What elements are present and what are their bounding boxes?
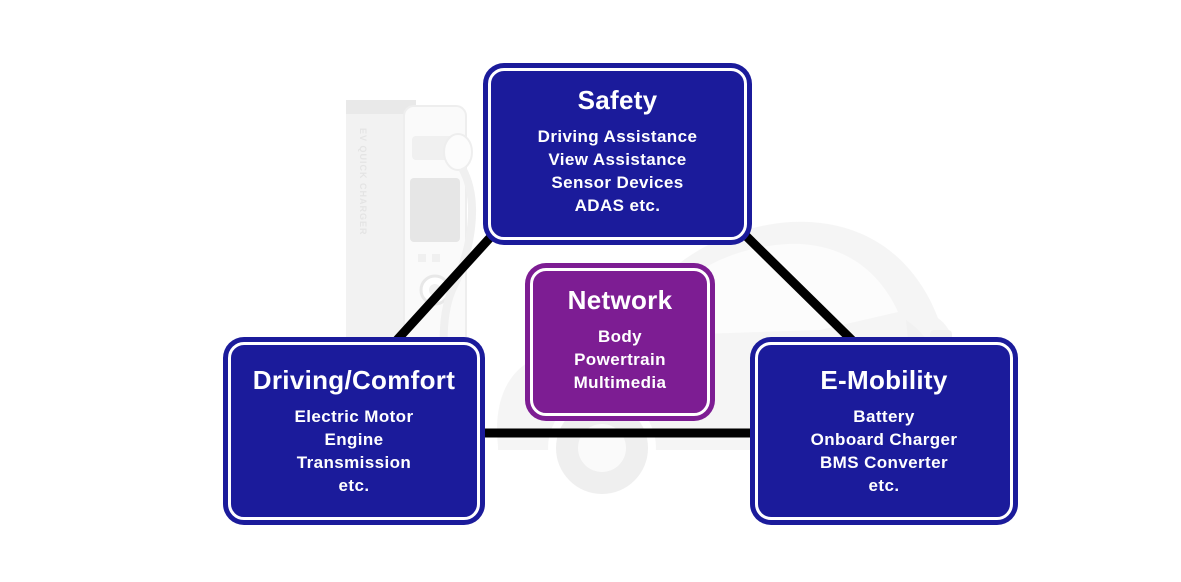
connector-safety-emobility — [736, 226, 868, 356]
node-item: Sensor Devices — [551, 173, 684, 192]
node-title: Driving/Comfort — [252, 365, 456, 395]
node-e-mobility: E-Mobility Battery Onboard Charger BMS C… — [755, 342, 1013, 520]
connector-safety-driving — [382, 226, 501, 356]
node-item: Electric Motor — [294, 407, 414, 426]
node-item: etc. — [338, 476, 370, 495]
node-item: Battery — [853, 407, 915, 426]
node-item: etc. — [868, 476, 900, 495]
node-items: Driving Assistance View Assistance Senso… — [491, 125, 744, 217]
node-network: Network Body Powertrain Multimedia — [530, 268, 710, 416]
node-item: ADAS etc. — [574, 196, 661, 215]
node-driving-comfort: Driving/Comfort Electric Motor Engine Tr… — [228, 342, 480, 520]
charger-label-text: EV QUICK CHARGER — [358, 128, 368, 236]
node-item: Body — [597, 327, 643, 346]
node-title: E-Mobility — [820, 365, 948, 395]
node-item: Engine — [324, 430, 384, 449]
node-item: Transmission — [296, 453, 412, 472]
node-item: BMS Converter — [819, 453, 948, 472]
node-item: View Assistance — [548, 150, 687, 169]
node-safety: Safety Driving Assistance View Assistanc… — [488, 68, 747, 240]
node-items: Body Powertrain Multimedia — [533, 325, 707, 394]
node-title: Safety — [577, 85, 658, 115]
node-item: Onboard Charger — [810, 430, 958, 449]
node-item: Driving Assistance — [537, 127, 698, 146]
node-title: Network — [567, 285, 673, 315]
node-items: Electric Motor Engine Transmission etc. — [231, 405, 477, 497]
node-item: Powertrain — [574, 350, 666, 369]
node-items: Battery Onboard Charger BMS Converter et… — [758, 405, 1010, 497]
node-item: Multimedia — [573, 373, 667, 392]
